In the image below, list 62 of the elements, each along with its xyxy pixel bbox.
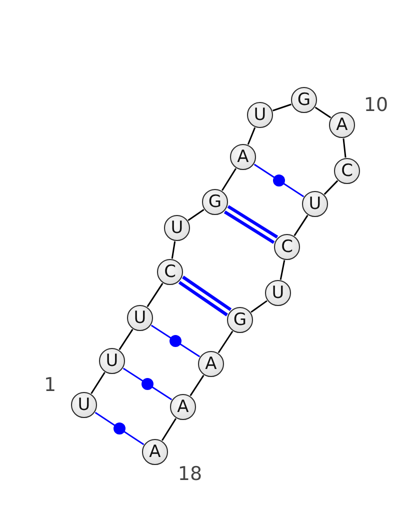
base-letter: U — [78, 396, 90, 414]
nucleotide-circle — [71, 392, 97, 418]
base-pair-line — [122, 368, 172, 400]
base-letter: A — [336, 116, 348, 134]
backbone-line — [294, 214, 308, 236]
base-letter: A — [149, 444, 161, 460]
base-pair-line — [178, 276, 232, 316]
backbone-line — [280, 260, 286, 280]
base-letter: G — [297, 92, 311, 108]
position-number: 10 — [364, 94, 388, 116]
backbone-line — [90, 372, 106, 394]
nucleotide-circle — [230, 144, 256, 170]
backbone-line — [146, 282, 164, 308]
nucleotide-circle — [274, 234, 300, 260]
nucleotide-circle — [127, 305, 153, 331]
base-letter: U — [170, 220, 184, 236]
backbone-line — [162, 418, 176, 441]
nucleotide-circle — [157, 259, 183, 285]
backbone-line — [222, 168, 236, 191]
base-letter: C — [281, 238, 293, 256]
base-pair-line — [94, 412, 144, 446]
backbone-line — [190, 374, 204, 396]
base-pair-line — [254, 164, 304, 198]
nucleotide-circle — [99, 348, 125, 374]
nucleotide-circle — [164, 215, 190, 241]
backbone-line — [324, 180, 338, 195]
backbone-line — [218, 330, 234, 354]
base-letter: G — [233, 312, 247, 328]
nucleotide-circle — [302, 191, 328, 217]
backbone-line — [314, 106, 332, 118]
base-letter: U — [308, 196, 322, 212]
backbone-line — [188, 209, 204, 221]
nucleotide-circle — [170, 394, 196, 420]
base-letter: C — [164, 264, 176, 280]
nucleotide-circle — [329, 112, 355, 138]
base-pair-line — [150, 324, 200, 358]
nucleotide-circle — [198, 351, 224, 377]
position-number: 18 — [178, 463, 202, 485]
backbone-line — [250, 300, 268, 313]
base-letter: A — [177, 398, 189, 416]
nucleotide-circle — [334, 158, 360, 184]
position-number: 1 — [44, 374, 56, 396]
nucleotide-circle — [202, 189, 228, 215]
base-letter: A — [237, 148, 249, 166]
base-letter: U — [254, 106, 266, 124]
nucleotide-circle — [291, 87, 317, 113]
base-letter: U — [272, 284, 284, 302]
backbone-line — [272, 104, 292, 112]
base-letter: G — [208, 194, 222, 210]
nucleotide-circle — [247, 102, 273, 128]
nucleotide-circle — [142, 439, 168, 465]
backbone-line — [342, 138, 346, 158]
backbone-line — [247, 127, 256, 145]
nucleotide-circle — [265, 280, 291, 306]
backbone-line — [171, 241, 176, 259]
backbone-line — [118, 328, 134, 350]
nucleotide-circle — [227, 307, 253, 333]
base-letter: A — [205, 356, 217, 372]
base-letter: U — [134, 310, 146, 326]
base-pair-line — [224, 205, 278, 244]
base-letter: U — [106, 352, 118, 370]
base-letter: C — [341, 162, 353, 180]
